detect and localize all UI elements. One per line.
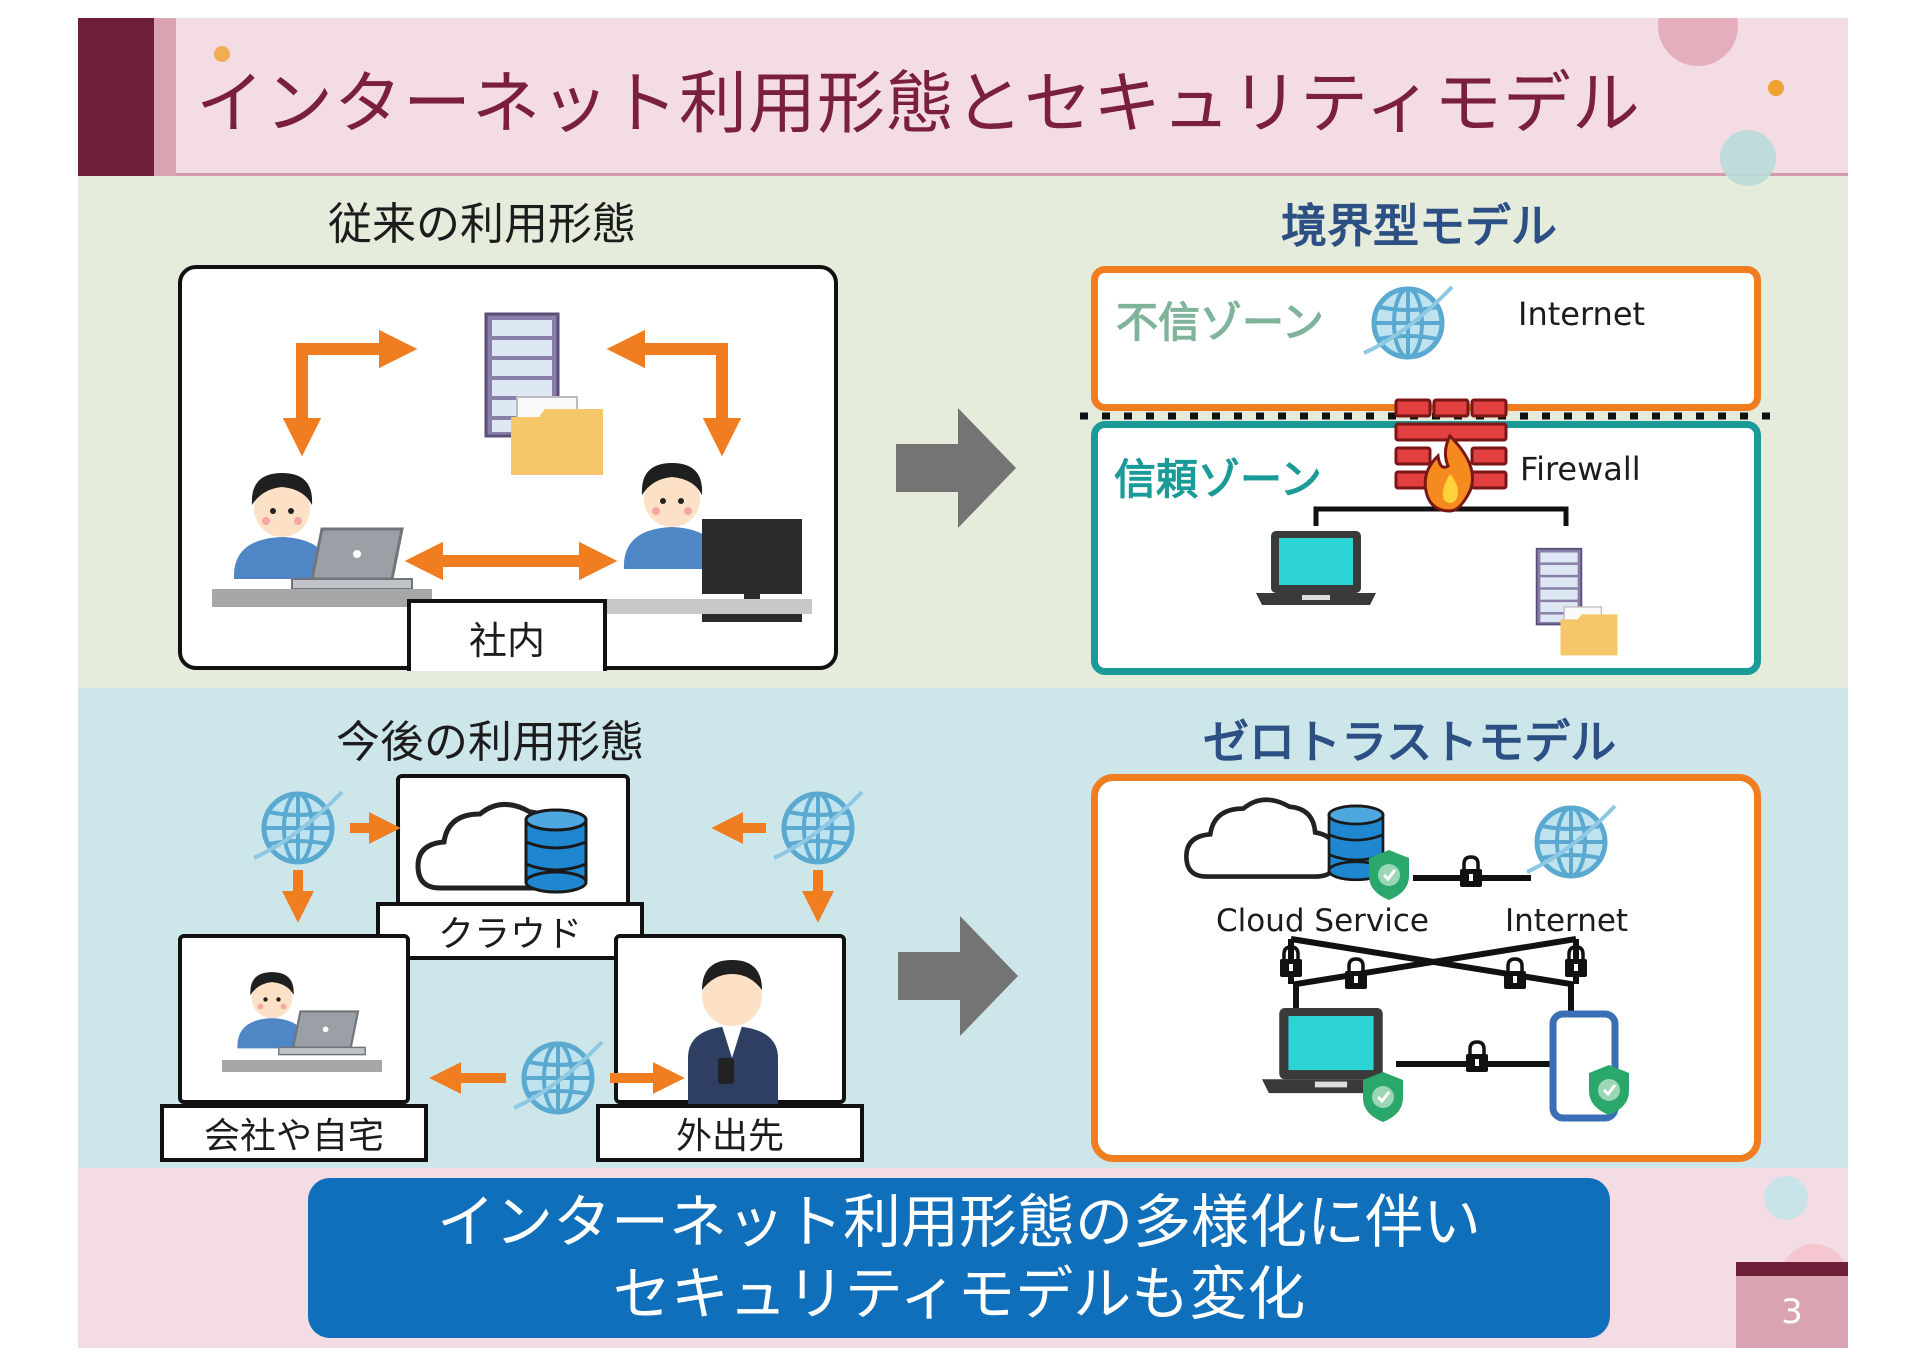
cloud-icon bbox=[1186, 800, 1337, 877]
tag-home: 会社や自宅 bbox=[160, 1104, 428, 1162]
outside-illustration bbox=[688, 960, 778, 1106]
tag-outside: 外出先 bbox=[596, 1104, 864, 1162]
shield-icon bbox=[1361, 1070, 1405, 1124]
title-bar: インターネット利用形態とセキュリティモデル bbox=[78, 18, 1848, 186]
office-illustration bbox=[212, 312, 812, 622]
zero-trust-illustration bbox=[1091, 774, 1631, 1124]
title-accent-light bbox=[154, 18, 176, 176]
zero-trust-box: Cloud Service Internet bbox=[1091, 774, 1761, 1162]
gray-arrow-icon bbox=[898, 916, 1018, 1036]
folder-icon bbox=[1559, 606, 1619, 656]
globe-icon bbox=[514, 1042, 602, 1112]
tag-office: 社内 bbox=[407, 599, 607, 671]
internet-label-zt: Internet bbox=[1505, 903, 1629, 939]
lock-icon bbox=[1464, 1040, 1490, 1074]
shield-icon bbox=[1367, 848, 1411, 902]
summary-banner: インターネット利用形態の多様化に伴い セキュリティモデルも変化 bbox=[308, 1178, 1610, 1338]
smartphone-icon bbox=[718, 1058, 734, 1084]
laptop-icon bbox=[1256, 531, 1376, 605]
future-connections bbox=[158, 708, 918, 1168]
boundary-dotted-line bbox=[1080, 412, 1770, 420]
lock-icon bbox=[1343, 957, 1369, 991]
summary-line-2: セキュリティモデルも変化 bbox=[612, 1260, 1306, 1328]
heading-traditional: 従来の利用形態 bbox=[328, 199, 636, 250]
heading-future: 今後の利用形態 bbox=[336, 717, 644, 768]
untrusted-zone-label: 不信ゾーン bbox=[1116, 298, 1324, 347]
folder-icon bbox=[510, 396, 604, 476]
decor-bubbles-icon bbox=[214, 18, 1784, 186]
gray-arrow-icon bbox=[896, 408, 1016, 528]
globe-icon bbox=[254, 792, 342, 862]
title-accent-dark bbox=[78, 18, 154, 176]
home-box bbox=[178, 934, 410, 1104]
untrusted-zone-box: 不信ゾーン Internet bbox=[1091, 266, 1761, 411]
firewall-icon bbox=[1394, 398, 1508, 513]
tag-cloud: クラウド bbox=[376, 902, 644, 960]
globe-icon bbox=[1368, 283, 1448, 363]
globe-icon bbox=[1527, 806, 1615, 876]
page-title: インターネット利用形態とセキュリティモデル bbox=[196, 65, 1641, 144]
cloud-service-label: Cloud Service bbox=[1216, 903, 1429, 939]
summary-line-1: インターネット利用形態の多様化に伴い bbox=[436, 1188, 1481, 1256]
heading-zero-trust-model: ゼロトラストモデル bbox=[1203, 715, 1617, 769]
heading-perimeter-model: 境界型モデル bbox=[1281, 199, 1557, 253]
home-illustration bbox=[222, 972, 382, 1072]
lock-icon bbox=[1458, 855, 1484, 889]
globe-icon bbox=[774, 792, 862, 862]
lock-icon bbox=[1502, 957, 1528, 991]
page-number-box: 3 bbox=[1736, 1262, 1848, 1348]
page-number: 3 bbox=[1781, 1292, 1803, 1332]
office-box: 社内 bbox=[178, 265, 838, 671]
internet-label: Internet bbox=[1518, 295, 1646, 333]
slide: インターネット利用形態とセキュリティモデル 従来の利用形態 社内 bbox=[78, 18, 1848, 1348]
monitor-icon bbox=[702, 519, 802, 594]
trusted-zone-label: 信頼ゾーン bbox=[1114, 455, 1322, 504]
firewall-label: Firewall bbox=[1520, 450, 1641, 488]
